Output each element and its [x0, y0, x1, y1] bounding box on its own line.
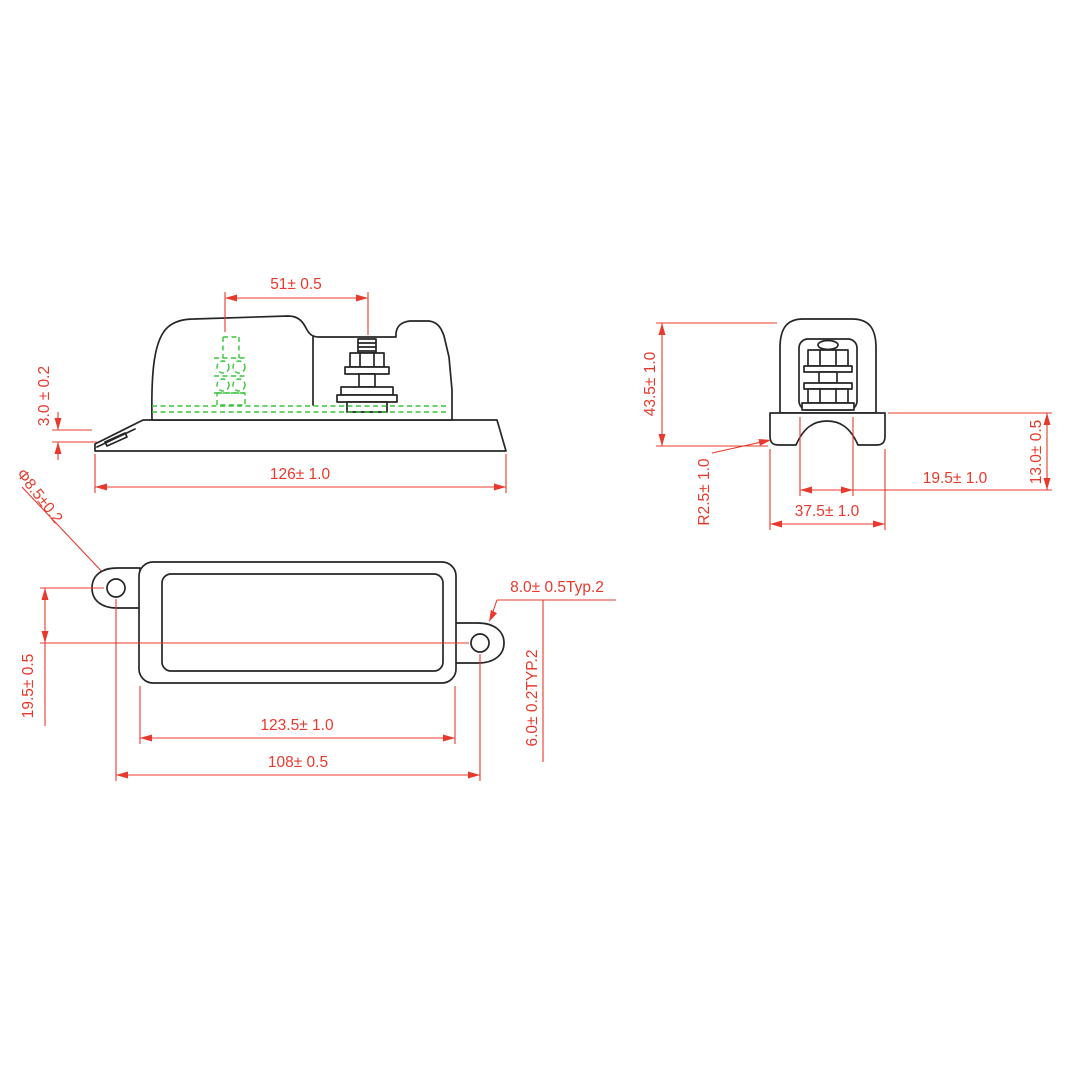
hidden-fuse-coil — [216, 378, 230, 392]
dim-lines — [94, 454, 507, 493]
end-nut-stack — [801, 339, 855, 411]
hidden-fuse-coil — [216, 360, 230, 374]
dim-lines — [656, 322, 777, 447]
arrowhead — [489, 609, 497, 622]
side-stud-assembly — [336, 338, 398, 413]
dim-overall-height: 43.5± 1.0 — [642, 322, 777, 447]
end-nut-upper-facets — [819, 349, 837, 367]
leader-line — [711, 440, 767, 454]
arrowheads — [800, 486, 853, 494]
stud-thread-lines — [357, 342, 377, 352]
dim-lines — [888, 412, 1052, 490]
dim-overall-length-label: 126± 1.0 — [270, 466, 331, 483]
end-washer-upper — [803, 365, 853, 373]
dim-flange-thickness-label: 3.0 ± 0.2 — [36, 366, 53, 426]
dim-body-length: 123.5± 1.0 — [139, 686, 456, 744]
arrowheads — [54, 418, 62, 454]
dim-lines — [52, 412, 97, 460]
plan-body-outer — [138, 561, 457, 684]
dim-hole-lateral-offset: 19.5± 0.5 — [20, 587, 469, 726]
arrowhead — [758, 439, 771, 446]
dim-base-height-label: 13.0± 0.5 — [1028, 420, 1045, 485]
end-view: 43.5± 1.0 R2.5± 1.0 37.5± 1.0 19.5± 1.0 … — [642, 318, 1052, 530]
end-base-outline — [769, 412, 886, 446]
stud-washer-upper — [344, 366, 390, 375]
dim-hole-spacing: 108± 0.5 — [115, 599, 481, 781]
side-left-tab-detail — [96, 428, 136, 448]
hidden-fuse-base — [216, 392, 246, 406]
stud-flange — [340, 386, 394, 396]
leader-line — [21, 486, 108, 578]
stud-nut-facets — [359, 352, 375, 368]
stud-stem — [358, 373, 376, 388]
dim-lines — [490, 599, 616, 618]
dim-tab-edge-to-hole-label: 8.0± 0.5Typ.2 — [510, 579, 604, 596]
end-washer-lower — [803, 382, 853, 390]
dim-stud-offset: 51± 0.5 — [224, 276, 369, 335]
dim-hole-spacing-label: 108± 0.5 — [268, 754, 328, 771]
dim-hole-lateral-offset-label: 19.5± 0.5 — [20, 654, 37, 719]
dim-lines — [224, 292, 369, 335]
dim-tab-thickness: 6.0± 0.2TYP.2 — [524, 600, 544, 762]
side-base-plate — [94, 419, 507, 452]
side-view: 51± 0.5 3.0 ± 0.2 126± 1.0 Φ8.5±0.2 — [13, 276, 507, 580]
end-nut-upper — [807, 349, 849, 367]
hidden-base-lines — [152, 405, 449, 413]
arrowheads — [770, 520, 885, 528]
dim-base-height: 13.0± 0.5 — [888, 412, 1052, 490]
stud-base-block — [346, 401, 388, 413]
dim-flange-thickness: 3.0 ± 0.2 — [36, 366, 97, 460]
dim-overall-length: 126± 1.0 — [94, 454, 507, 493]
hidden-fuse-lines — [214, 336, 248, 394]
dim-stud-offset-label: 51± 0.5 — [270, 276, 322, 293]
dim-terminal-width: 19.5± 1.0 — [799, 417, 1052, 496]
dim-overall-height-label: 43.5± 1.0 — [642, 351, 659, 416]
dim-tab-thickness-label: 6.0± 0.2TYP.2 — [524, 650, 541, 747]
stud-nut — [349, 352, 385, 368]
stud-washer-lower — [336, 394, 398, 403]
dim-lines — [139, 686, 456, 744]
dim-body-length-label: 123.5± 1.0 — [260, 717, 334, 734]
plan-view: 8.0± 0.5Typ.2 6.0± 0.2TYP.2 19.5± 0.5 12… — [20, 561, 616, 781]
side-hidden-fuse-element — [152, 336, 449, 413]
hidden-fuse-coil — [232, 360, 246, 374]
dim-foot-radius: R2.5± 1.0 — [696, 439, 771, 526]
arrowheads — [41, 588, 49, 643]
end-terminal-plate — [801, 402, 855, 411]
dim-lines — [115, 599, 481, 781]
dim-hole-diameter-label: Φ8.5±0.2 — [13, 466, 66, 527]
plan-body-inner — [161, 573, 444, 672]
end-nut-lower — [807, 388, 849, 404]
hidden-fuse-coil — [232, 378, 246, 392]
dim-foot-radius-label: R2.5± 1.0 — [696, 458, 713, 525]
plan-mounting-hole-right — [470, 633, 490, 653]
dim-overall-width-label: 37.5± 1.0 — [795, 503, 860, 520]
dim-terminal-width-label: 19.5± 1.0 — [923, 470, 988, 487]
end-stem — [818, 371, 838, 384]
plan-mounting-hole-left — [106, 578, 126, 598]
dim-lines — [40, 587, 469, 726]
dim-overall-width: 37.5± 1.0 — [769, 449, 886, 530]
dim-tab-edge-to-hole: 8.0± 0.5Typ.2 — [489, 579, 616, 622]
side-body-outline — [150, 315, 453, 421]
end-nut-lower-facets — [819, 388, 837, 404]
